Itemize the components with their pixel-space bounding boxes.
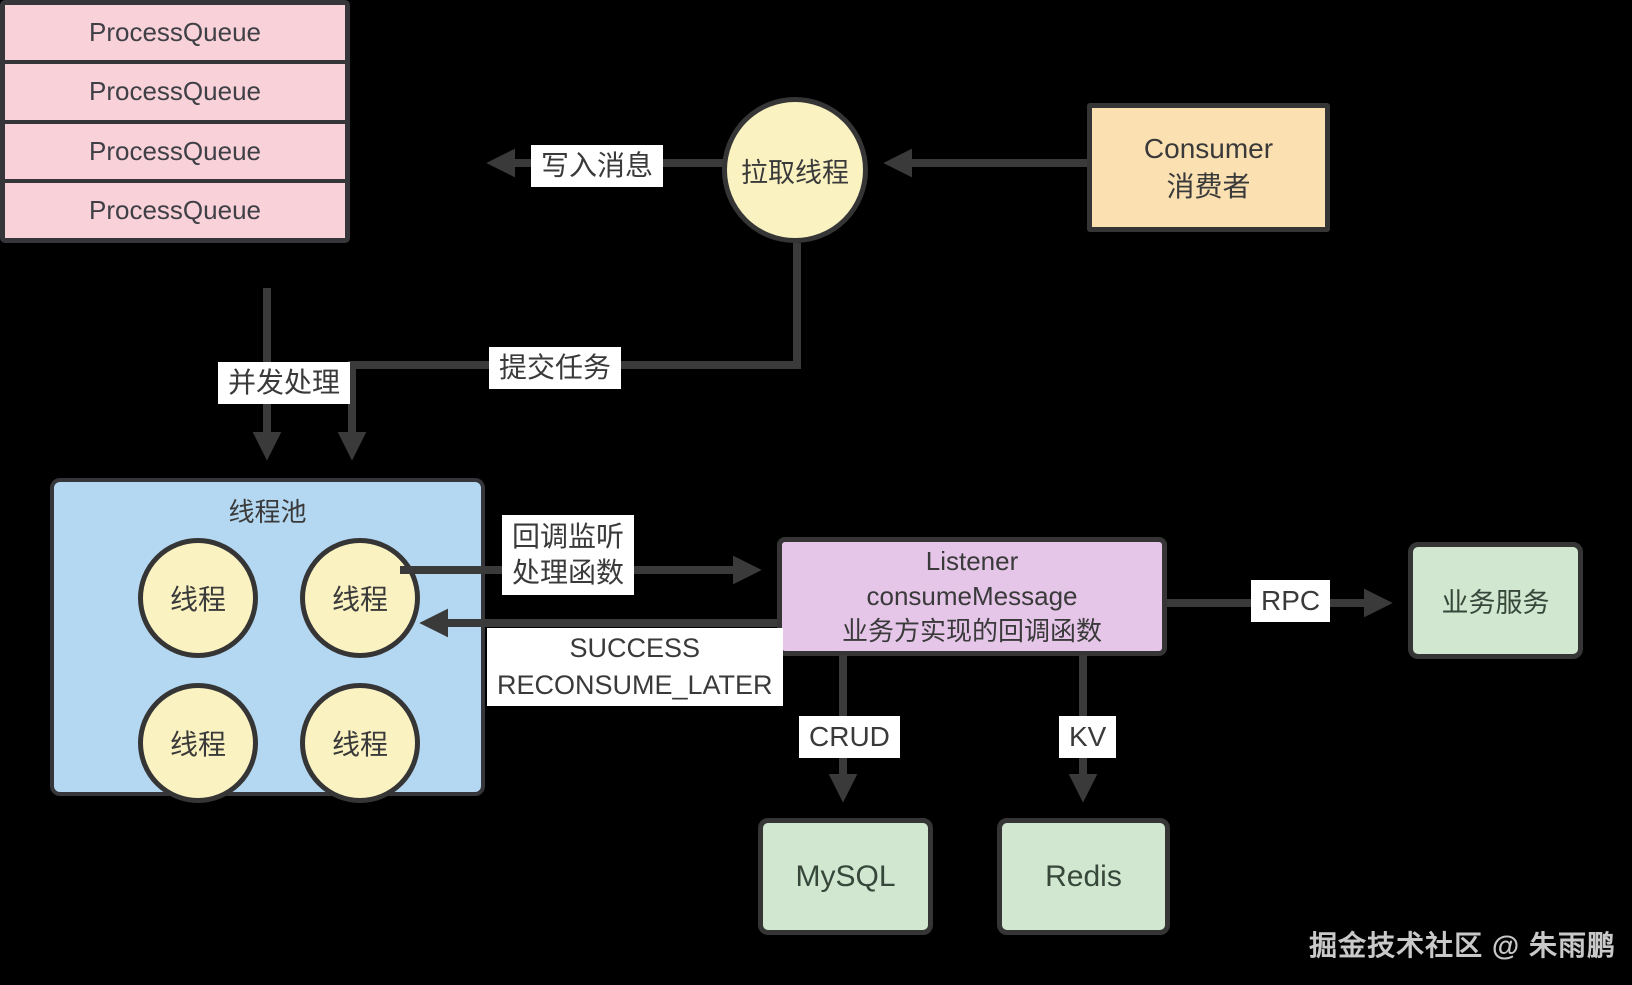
business-service-node: 业务服务 [1408,542,1583,659]
thread-node: 线程 [138,538,258,658]
edge-label-submit-task: 提交任务 [489,347,622,389]
pull-thread-node: 拉取线程 [722,97,868,243]
listener-node: Listener consumeMessage 业务方实现的回调函数 [777,537,1167,656]
process-queue-row: ProcessQueue [5,5,345,61]
process-queue-stack: ProcessQueue ProcessQueue ProcessQueue P… [0,0,350,243]
edge-label-write-message: 写入消息 [531,145,664,187]
mysql-node: MySQL [758,818,933,935]
edge-label-crud: CRUD [799,716,900,758]
thread-node: 线程 [138,683,258,803]
edge-label-callback: 回调监听 处理函数 [502,515,635,595]
edge-label-callback-line1: 回调监听 [512,521,625,552]
process-queue-row: ProcessQueue [5,123,345,179]
consumer-subtitle: 消费者 [1166,170,1251,202]
process-queue-row: ProcessQueue [5,64,345,120]
edge-label-callback-line2: 处理函数 [512,557,625,588]
listener-line2: consumeMessage [866,581,1078,611]
edge-label-rpc: RPC [1251,580,1331,622]
thread-pool-title: 线程池 [228,497,307,527]
edge-label-result-line2: RECONSUME_LATER [497,670,773,700]
thread-node: 线程 [300,683,420,803]
listener-line3: 业务方实现的回调函数 [841,616,1102,646]
edge-label-kv: KV [1059,716,1117,758]
thread-pool-node: 线程池 线程 线程 线程 线程 [50,478,485,803]
process-queue-row: ProcessQueue [5,182,345,238]
edge-label-result-line1: SUCCESS [569,633,701,663]
redis-node: Redis [997,818,1170,935]
edge-label-concurrent-processing: 并发处理 [218,362,351,404]
thread-node: 线程 [300,538,420,658]
edge-label-consume-result: SUCCESS RECONSUME_LATER [487,628,783,706]
listener-line1: Listener [925,546,1019,576]
consumer-title: Consumer [1143,132,1274,164]
watermark: 掘金技术社区 @ 朱雨鹏 [1309,930,1616,961]
consumer-node: Consumer 消费者 [1087,103,1330,232]
